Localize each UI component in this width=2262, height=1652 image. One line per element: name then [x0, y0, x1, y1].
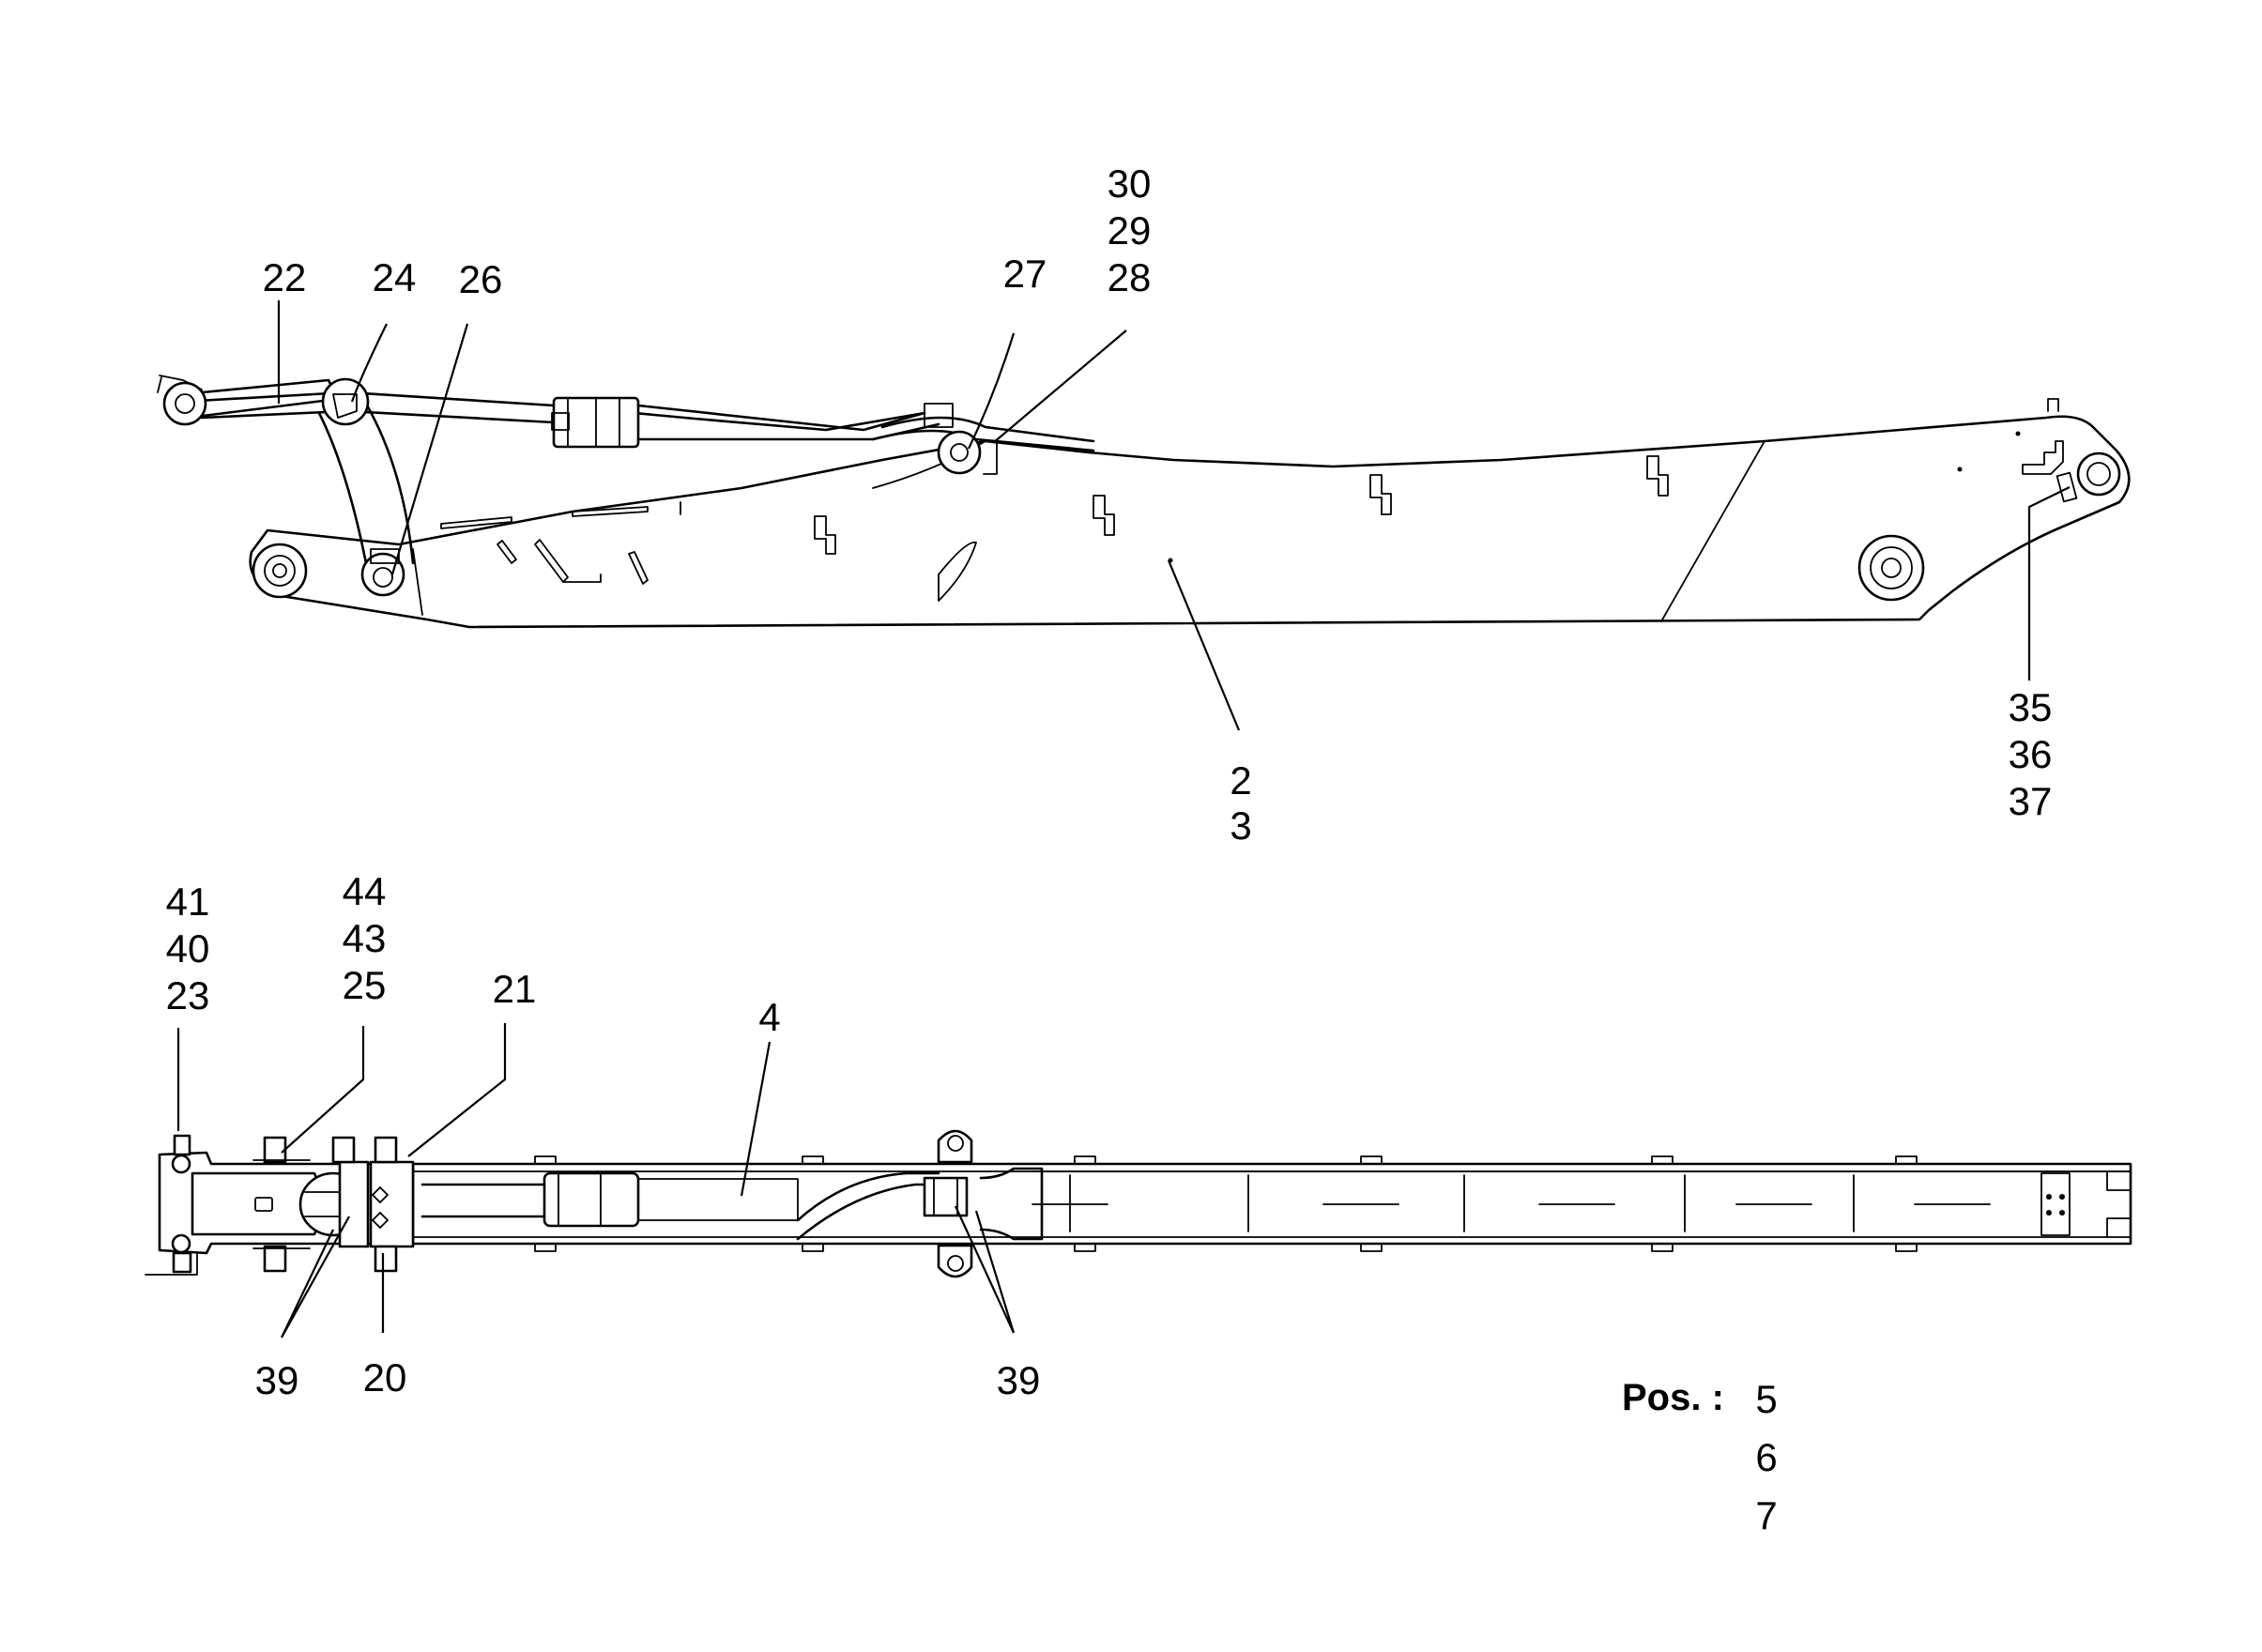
callout-25: 25: [343, 963, 387, 1007]
callout-22: 22: [263, 255, 307, 299]
callout-20: 20: [363, 1355, 407, 1400]
boom-side-view: [157, 375, 2131, 629]
position-value: 7: [1755, 1493, 1777, 1537]
callout-3: 3: [1230, 803, 1251, 848]
callout-28: 28: [1108, 255, 1152, 299]
callout-43: 43: [343, 916, 387, 960]
callout-26: 26: [459, 257, 503, 301]
callout-labels: 22 24 26 27 30 29 28 2 3 35 36 37 41 40 …: [166, 161, 2053, 1402]
callout-39-left: 39: [255, 1358, 299, 1402]
leader-lines: [176, 300, 2071, 1338]
callout-4: 4: [758, 995, 780, 1039]
boom-plan-view: [145, 1129, 2132, 1278]
callout-29: 29: [1108, 208, 1152, 252]
callout-36: 36: [2009, 732, 2053, 776]
callout-30: 30: [1108, 161, 1152, 206]
callout-27: 27: [1003, 252, 1047, 296]
position-value: 6: [1755, 1435, 1777, 1479]
position-value: 5: [1755, 1377, 1777, 1421]
callout-35: 35: [2009, 685, 2053, 729]
callout-21: 21: [493, 967, 537, 1011]
callout-40: 40: [166, 926, 210, 971]
callout-37: 37: [2009, 779, 2053, 823]
callout-2: 2: [1230, 758, 1251, 803]
callout-24: 24: [373, 255, 417, 299]
position-key: Pos. : 5 6 7: [1622, 1377, 1778, 1537]
callout-23: 23: [166, 973, 210, 1017]
callout-39-right: 39: [997, 1358, 1041, 1402]
callout-44: 44: [343, 869, 387, 913]
position-key-label: Pos. :: [1622, 1377, 1724, 1418]
callout-41: 41: [166, 880, 210, 924]
